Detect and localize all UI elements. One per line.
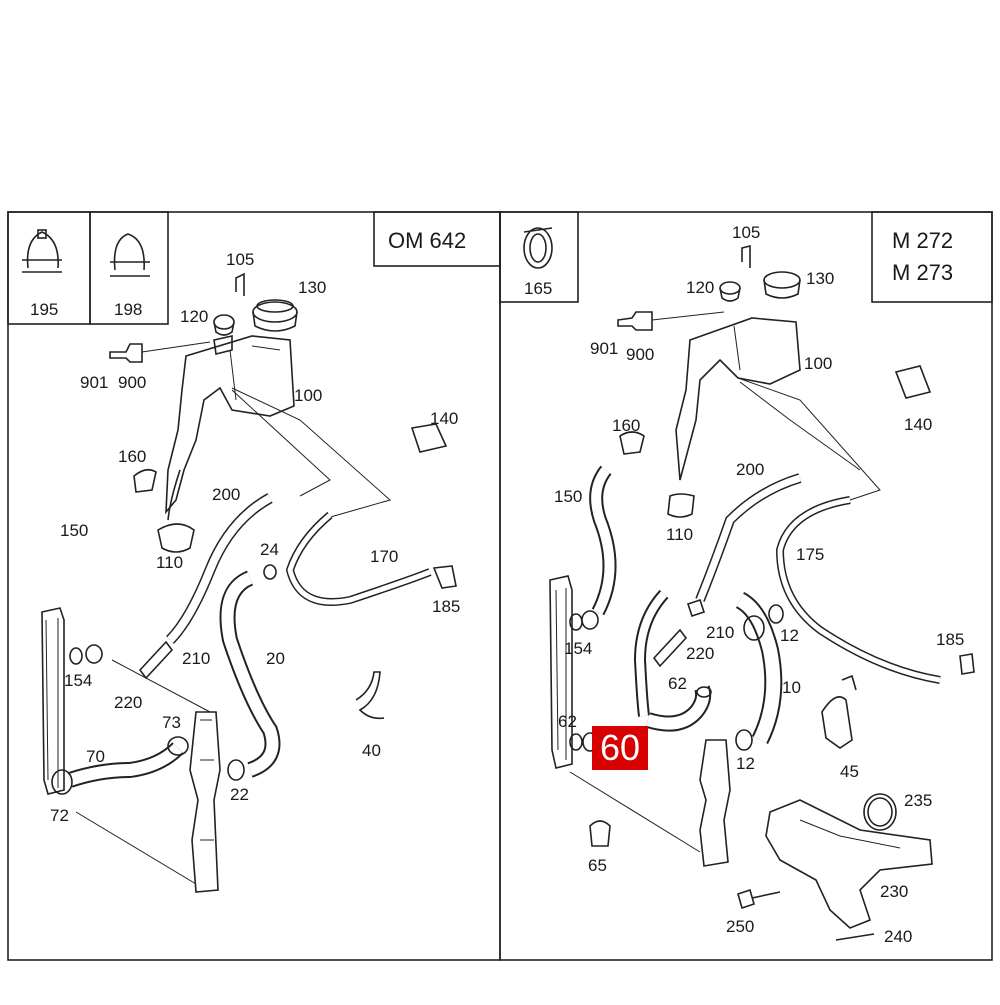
part-label: 250 [726,917,755,936]
part-label: 900 [118,373,147,392]
part-label: 154 [64,671,93,690]
part-label: 62 [558,712,577,731]
highlight-part-60[interactable]: 60 [592,726,648,770]
part-label: 240 [884,927,913,946]
engine-label-left: OM 642 [388,228,467,253]
cap-130-right [763,271,801,299]
clamp-icon-195 [22,229,62,273]
seal-ring-235 [863,793,897,831]
part-label: 198 [114,300,143,319]
part-label: 24 [260,540,279,559]
part-label: 110 [666,525,694,544]
part-label: 10 [782,678,801,697]
part-label: 175 [796,545,825,564]
part-label: 62 [668,674,687,693]
part-label: 165 [524,279,553,298]
part-label: 22 [230,785,249,804]
part-label: 45 [840,762,859,781]
part-label: 185 [432,597,461,616]
right-panel-frame [499,211,993,961]
part-label: 170 [370,547,399,566]
part-label: 901 [590,339,619,358]
part-label: 20 [266,649,285,668]
pump-housing-right [699,739,731,867]
part-label: 120 [180,307,209,326]
housing-230 [765,799,933,929]
part-label: 154 [564,639,593,658]
radiator-left [41,607,65,795]
part-label: 235 [904,791,933,810]
part-label: 220 [114,693,143,712]
part-label: 150 [60,521,89,540]
part-label: 72 [50,806,69,825]
radiator-right [549,575,573,769]
clamp-icon-165 [523,227,553,269]
part-label: 220 [686,644,715,663]
bolt-250 [737,888,755,910]
part-label: 160 [118,447,147,466]
strip-240 [835,933,875,941]
part-label: 130 [806,269,835,288]
part-label: 210 [182,649,211,668]
part-label: 185 [936,630,965,649]
part-label: 12 [736,754,755,773]
engine-label-right-2: M 273 [892,260,954,285]
plug-120-left [213,314,235,336]
part-label: 105 [226,250,255,269]
part-label: 100 [804,354,833,373]
expansion-tank-left [165,335,295,515]
engine-label-right-1: M 272 [892,228,954,253]
part-label: 105 [732,223,761,242]
part-label: 12 [780,626,799,645]
part-label: 200 [212,485,241,504]
expansion-tank-right [675,317,801,481]
part-label: 195 [30,300,59,319]
part-label: 160 [612,416,641,435]
part-label: 140 [904,415,933,434]
plug-120-right [719,281,741,302]
cap-130-left [252,299,298,332]
part-label: 901 [80,373,109,392]
part-label: 130 [298,278,327,297]
part-label: 900 [626,345,655,364]
part-label: 120 [686,278,715,297]
part-label: 140 [430,409,459,428]
part-label: 110 [156,553,184,572]
pump-housing-left [189,711,221,893]
part-label: 40 [362,741,381,760]
part-label: 65 [588,856,607,875]
part-label: 210 [706,623,735,642]
part-label: 200 [736,460,765,479]
part-label: 100 [294,386,323,405]
part-label: 73 [162,713,181,732]
part-label: 70 [86,747,105,766]
clamp-icon-198 [110,233,150,277]
part-label: 230 [880,882,909,901]
part-label: 150 [554,487,583,506]
